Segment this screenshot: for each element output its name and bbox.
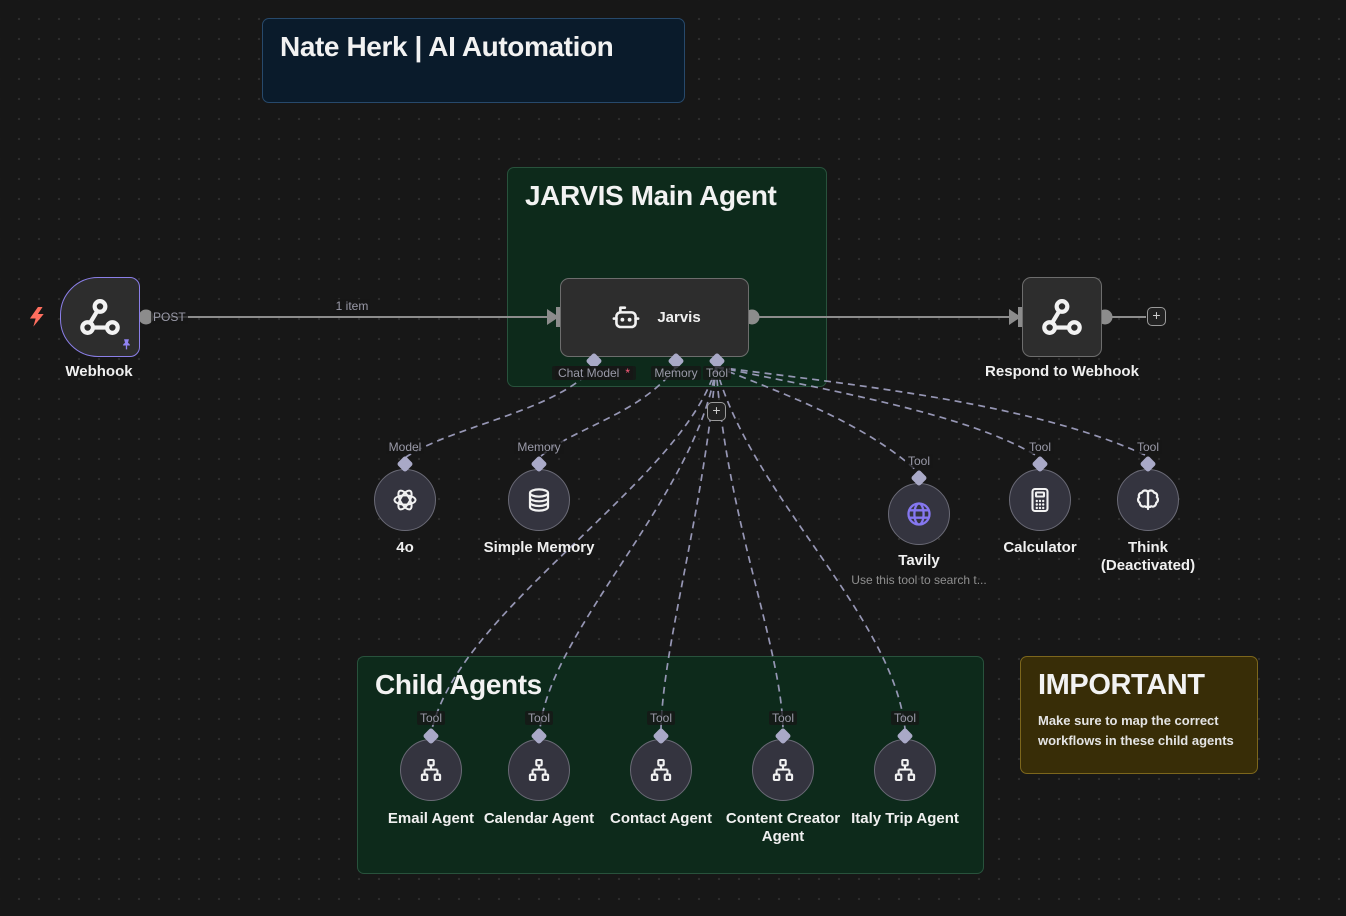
webhook-node-label: Webhook	[65, 363, 133, 380]
jarvis-agent-label: Jarvis	[657, 309, 701, 326]
brain-icon	[1136, 489, 1160, 511]
connection-tool-email-agent[interactable]	[431, 366, 717, 730]
webhook-icon	[1042, 299, 1082, 335]
tavily-node-description: Use this tool to search t...	[851, 573, 987, 587]
jarvis-tool-port-label: Tool	[657, 366, 777, 380]
plus-icon: +	[1152, 307, 1161, 323]
connection-tool-contact-agent[interactable]	[660, 366, 717, 730]
openai-icon	[393, 489, 417, 511]
trigger-bolt-icon	[29, 307, 44, 327]
sticky-brand[interactable]: Nate Herk | AI Automation	[262, 18, 685, 103]
respond-input-bar	[1018, 307, 1022, 327]
italy-trip-agent-label: Italy Trip Agent	[851, 810, 959, 827]
jarvis-agent-node[interactable]: Jarvis	[560, 278, 749, 357]
italy-trip-agent-node[interactable]	[874, 739, 936, 801]
calculator-icon	[1031, 487, 1049, 513]
add-node-button[interactable]: +	[1147, 307, 1166, 326]
webhook-icon	[80, 299, 120, 335]
openai-model-node[interactable]	[374, 469, 436, 531]
jarvis-chatmodel-port-label: Chat Model*	[534, 366, 654, 380]
calendar-agent-node[interactable]	[508, 739, 570, 801]
database-icon	[528, 488, 550, 512]
webhook-node[interactable]	[60, 277, 140, 357]
connection-item-count: 1 item	[333, 299, 371, 313]
calculator-node-label: Calculator	[1003, 539, 1077, 556]
email-agent-node[interactable]	[400, 739, 462, 801]
sticky-jarvis-title: JARVIS Main Agent	[525, 180, 777, 211]
contact-agent-label: Contact Agent	[610, 810, 712, 827]
sticky-important-title: IMPORTANT	[1038, 669, 1205, 701]
email-agent-label: Email Agent	[387, 810, 475, 827]
connection-tool-calendar-agent[interactable]	[539, 366, 717, 730]
plus-icon: +	[712, 402, 721, 418]
required-asterisk: *	[622, 366, 634, 380]
think-deactivated-label: (Deactivated)	[1100, 557, 1196, 574]
connection-tool-think[interactable]	[716, 366, 1146, 456]
simple-memory-node[interactable]	[508, 469, 570, 531]
pinned-icon	[123, 339, 130, 350]
calculator-tool-node[interactable]	[1009, 469, 1071, 531]
webhook-method-label: POST	[151, 310, 188, 324]
connection-tool-content-creator-agent[interactable]	[715, 366, 784, 730]
sticky-important[interactable]: IMPORTANT Make sure to map the correct w…	[1020, 656, 1258, 774]
tavily-tool-node[interactable]	[888, 483, 950, 545]
tavily-node-label: Tavily	[898, 552, 940, 569]
content-creator-agent-node[interactable]	[752, 739, 814, 801]
think-port-label: Tool	[1088, 440, 1208, 454]
connection-tool-italy-trip-agent[interactable]	[715, 366, 906, 730]
workflow-tool-icon	[894, 758, 916, 782]
calendar-agent-label: Calendar Agent	[483, 810, 595, 827]
calendar-agent-port-label: Tool	[479, 711, 599, 725]
content-creator-agent-label: Content Creator Agent	[725, 810, 841, 845]
model-node-label: 4o	[396, 539, 414, 556]
respond-input-arrow	[1009, 309, 1021, 325]
workflow-tool-icon	[772, 758, 794, 782]
jarvis-input-arrow	[547, 309, 559, 325]
jarvis-input-bar	[556, 307, 560, 327]
add-tool-button[interactable]: +	[707, 402, 726, 421]
italy-trip-port-label: Tool	[845, 711, 965, 725]
think-tool-node[interactable]	[1117, 469, 1179, 531]
memory-port-label: Memory	[479, 440, 599, 454]
respond-node-label: Respond to Webhook	[985, 363, 1139, 380]
think-node-label: Think (Deactivated)	[1073, 539, 1223, 575]
workflow-tool-icon	[650, 758, 672, 782]
respond-to-webhook-node[interactable]	[1022, 277, 1102, 357]
content-creator-port-label: Tool	[723, 711, 843, 725]
memory-node-label: Simple Memory	[483, 539, 595, 556]
contact-agent-node[interactable]	[630, 739, 692, 801]
contact-agent-port-label: Tool	[601, 711, 721, 725]
calculator-port-label: Tool	[980, 440, 1100, 454]
connection-tool-tavily[interactable]	[716, 366, 918, 472]
sticky-child-agents-title: Child Agents	[375, 669, 542, 700]
sticky-brand-title: Nate Herk | AI Automation	[280, 31, 614, 62]
tavily-port-label: Tool	[859, 454, 979, 468]
email-agent-port-label: Tool	[371, 711, 491, 725]
jarvis-memory-port-label: Memory	[616, 366, 736, 380]
robot-icon	[612, 305, 640, 328]
workflow-tool-icon	[528, 758, 550, 782]
model-port-label: Model	[345, 440, 465, 454]
webhook-output-port[interactable]	[138, 309, 154, 325]
workflow-tool-icon	[420, 758, 442, 782]
sticky-important-body: Make sure to map the correct workflows i…	[1038, 713, 1234, 748]
globe-icon	[907, 502, 931, 526]
